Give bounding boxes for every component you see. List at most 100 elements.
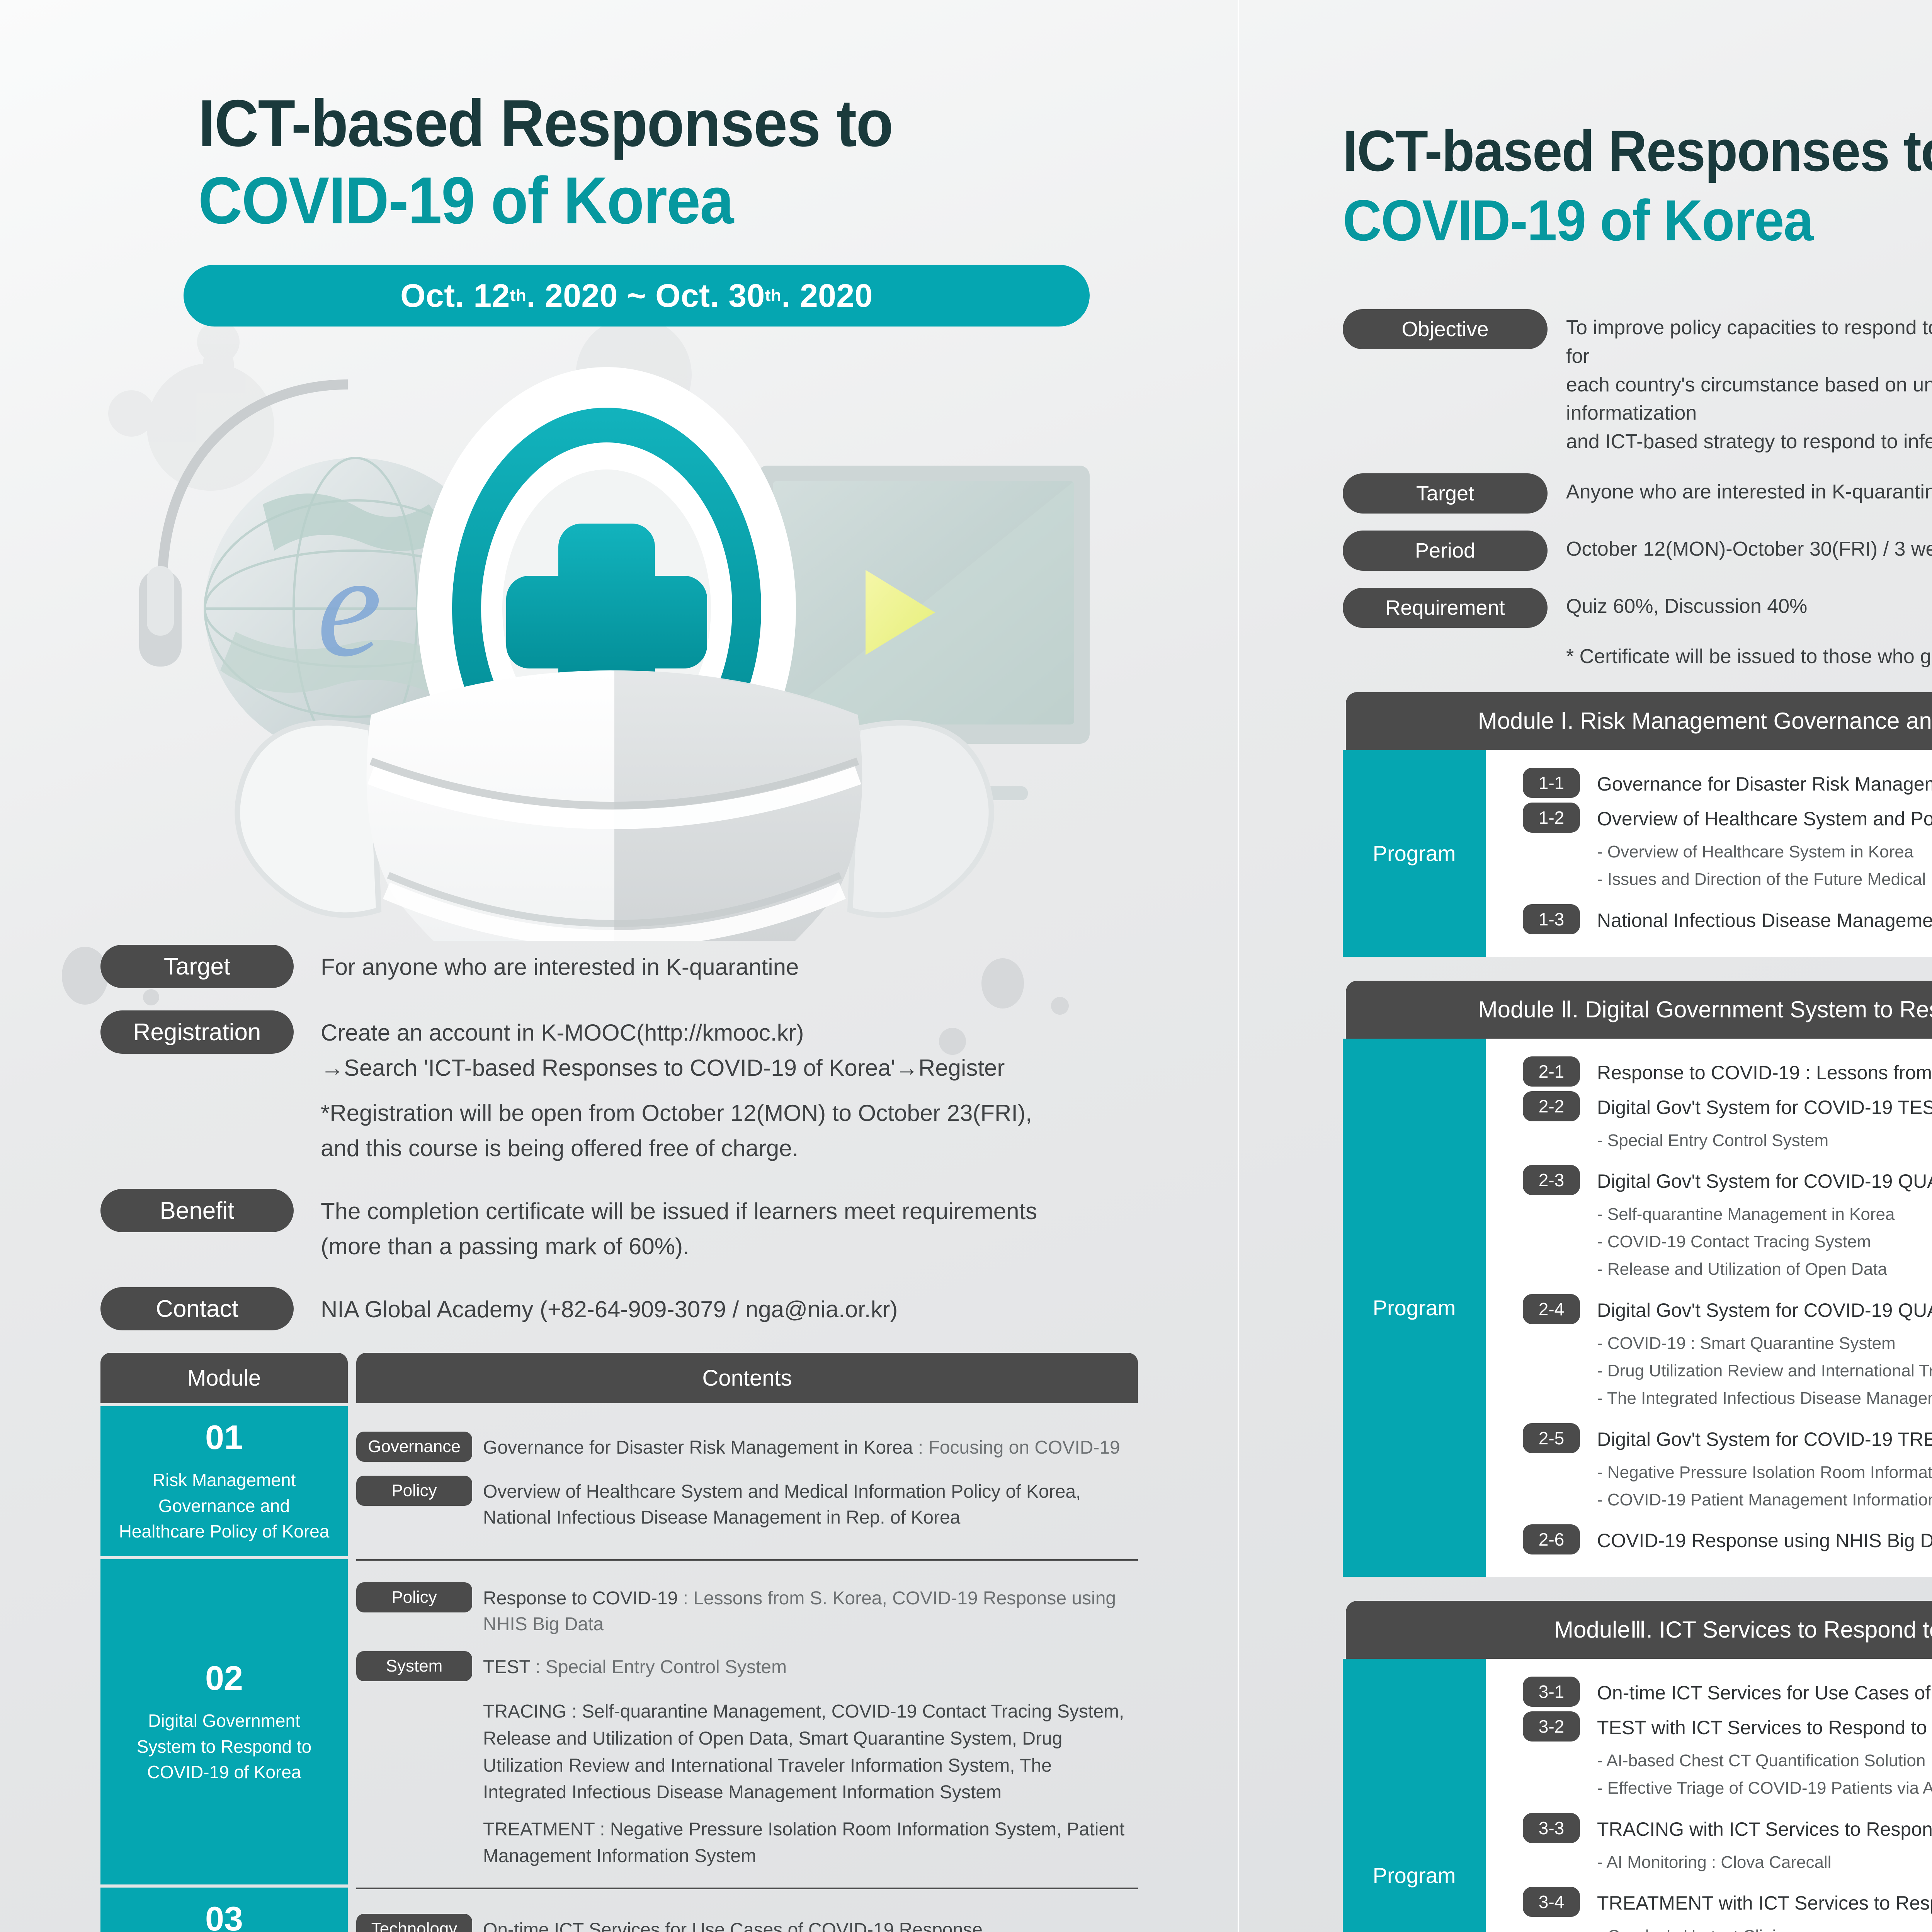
info-text: Create an account in K-MOOC(http://kmooc… bbox=[321, 1020, 804, 1046]
content-light: : Focusing on COVID-19 bbox=[913, 1437, 1120, 1458]
program-subitem: - AI Monitoring : Clova Carecall bbox=[1597, 1852, 1832, 1872]
meta-body-requirement: Quiz 60%, Discussion 40% bbox=[1566, 595, 1808, 618]
program-title: TEST with ICT Services to Respond to COV… bbox=[1597, 1717, 1932, 1739]
module-1-body: Program 1-1 Governance for Disaster Risk… bbox=[1343, 750, 1932, 957]
content-tag-policy: Policy bbox=[356, 1475, 472, 1506]
program-number: 3-3 bbox=[1523, 1813, 1580, 1843]
table-row: 03 ICT Services to Respond to COVID-19 o… bbox=[100, 1888, 1138, 1932]
module-3-title: ModuleⅢ. ICT Services to Respond to COVI… bbox=[1346, 1601, 1932, 1659]
date-mid: . 2020 ~ Oct. 30 bbox=[526, 277, 765, 314]
block-line: Negative Pressure Isolation Room Informa… bbox=[610, 1819, 1062, 1840]
program-item: 3-2 TEST with ICT Services to Respond to… bbox=[1523, 1711, 1932, 1802]
content-block-tracing: TRACING : Self-quarantine Management, CO… bbox=[483, 1698, 1138, 1806]
module-name-line: Risk Management bbox=[152, 1470, 296, 1490]
course-info-list: Target For anyone who are interested in … bbox=[100, 945, 1138, 1331]
info-text: The completion certificate will be issue… bbox=[321, 1198, 1037, 1225]
program-item: 1-2 Overview of Healthcare System and Po… bbox=[1523, 803, 1932, 893]
module-3-body: Program 3-1 On-time ICT Services for Use… bbox=[1343, 1659, 1932, 1932]
module-name-line: COVID-19 of Korea bbox=[147, 1762, 301, 1782]
date-sup-1: th bbox=[510, 286, 527, 305]
content-line: National Infectious Disease Management i… bbox=[483, 1507, 961, 1528]
column-header-contents: Contents bbox=[356, 1353, 1138, 1403]
program-number: 2-3 bbox=[1523, 1165, 1580, 1195]
content-bold: Response to COVID-19 bbox=[483, 1588, 678, 1609]
decorative-dot bbox=[1051, 997, 1069, 1015]
module-name-line: Healthcare Policy of Korea bbox=[119, 1521, 330, 1542]
program-subitem: - Negative Pressure Isolation Room Infor… bbox=[1597, 1463, 1932, 1482]
content-text: Overview of Healthcare System and Medica… bbox=[483, 1476, 1081, 1531]
content-bold: Governance for Disaster Risk Management … bbox=[483, 1437, 913, 1458]
content-item: Governance Governance for Disaster Risk … bbox=[356, 1431, 1138, 1462]
date-suffix: . 2020 bbox=[781, 277, 873, 314]
content-text: TEST : Special Entry Control System bbox=[483, 1651, 787, 1680]
module-card-2: Module Ⅱ. Digital Government System to R… bbox=[1343, 980, 1932, 1577]
module-2-items: 2-1 Response to COVID-19 : Lessons from … bbox=[1486, 1039, 1932, 1577]
left-poster-panel: ICT-based Responses to COVID-19 of Korea… bbox=[100, 86, 1138, 1932]
program-number: 3-4 bbox=[1523, 1886, 1580, 1917]
program-subitem: - Overview of Healthcare System in Korea bbox=[1597, 842, 1914, 862]
program-subitem: - Goodoc's Un-tact Clinic bbox=[1597, 1922, 1932, 1932]
content-item: Policy Response to COVID-19 : Lessons fr… bbox=[356, 1582, 1138, 1637]
table-row: 01 Risk Management Governance and Health… bbox=[100, 1406, 1138, 1556]
program-subitem: - Special Entry Control System bbox=[1597, 1131, 1829, 1150]
program-subitem: - COVID-19 Contact Tracing System bbox=[1597, 1232, 1871, 1252]
left-title-line-2: COVID-19 of Korea bbox=[198, 163, 734, 238]
program-item: 2-1 Response to COVID-19 : Lessons from … bbox=[1523, 1056, 1932, 1087]
program-number: 1-1 bbox=[1523, 768, 1580, 798]
module-contents-table: Module Contents 01 Risk Management Gover… bbox=[100, 1353, 1138, 1932]
info-text: NIA Global Academy (+82-64-909-3079 / ng… bbox=[321, 1296, 898, 1323]
program-number: 1-2 bbox=[1523, 803, 1580, 833]
block-line: Self-quarantine Management, COVID-19 Con… bbox=[582, 1701, 1124, 1722]
block-head: TRACING : bbox=[483, 1701, 582, 1722]
program-title: Response to COVID-19 : Lessons from S. K… bbox=[1597, 1061, 1932, 1083]
module-cell-02: 02 Digital Government System to Respond … bbox=[100, 1559, 348, 1885]
program-subitems: - COVID-19 : Smart Quarantine System - D… bbox=[1597, 1330, 1932, 1412]
info-body-registration: Create an account in K-MOOC(http://kmooc… bbox=[321, 1010, 1032, 1167]
module-name-line: Governance and bbox=[158, 1495, 290, 1516]
program-item: 3-3 TRACING with ICT Services to Respond… bbox=[1523, 1813, 1932, 1876]
content-light: : Special Entry Control System bbox=[530, 1657, 787, 1678]
program-title: TREATMENT with ICT Services to Respond t… bbox=[1597, 1892, 1932, 1914]
module-2-title: Module Ⅱ. Digital Government System to R… bbox=[1346, 980, 1932, 1039]
meta-label-objective: Objective bbox=[1343, 309, 1548, 349]
block-line: Patient Management Information System bbox=[483, 1819, 1125, 1867]
module-name-line: Digital Government bbox=[148, 1711, 300, 1731]
program-number: 3-1 bbox=[1523, 1677, 1580, 1707]
meta-row-target: Target Anyone who are interested in K-qu… bbox=[1343, 473, 1932, 514]
module-2-body: Program 2-1 Response to COVID-19 : Lesso… bbox=[1343, 1038, 1932, 1577]
program-title: TRACING with ICT Services to Respond to … bbox=[1597, 1818, 1932, 1840]
meta-label-target: Target bbox=[1343, 473, 1548, 514]
program-title: Digital Gov't System for COVID-19 QUARAN… bbox=[1597, 1299, 1932, 1321]
program-title: Digital Gov't System for COVID-19 TEST bbox=[1597, 1096, 1932, 1118]
content-line: Overview of Healthcare System and Medica… bbox=[483, 1481, 1081, 1502]
table-header-row: Module Contents bbox=[100, 1353, 1138, 1403]
contents-cell-02: Policy Response to COVID-19 : Lessons fr… bbox=[356, 1559, 1138, 1884]
contents-cell-01: Governance Governance for Disaster Risk … bbox=[356, 1406, 1138, 1556]
content-block-treatment: TREATMENT : Negative Pressure Isolation … bbox=[483, 1816, 1138, 1870]
program-subitem: - Self-quarantine Management in Korea bbox=[1597, 1204, 1895, 1224]
program-title: Governance for Disaster Risk Management … bbox=[1597, 773, 1932, 795]
program-label: Program bbox=[1343, 1659, 1486, 1932]
program-subitem: - Drug Utilization Review and Internatio… bbox=[1597, 1361, 1932, 1380]
contents-cell-03: Technology On-time ICT Services for Use … bbox=[356, 1888, 1138, 1932]
program-label: Program bbox=[1343, 1038, 1486, 1577]
program-item: 1-1 Governance for Disaster Risk Managem… bbox=[1523, 768, 1932, 798]
requirement-note: * Certificate will be issued to those wh… bbox=[1566, 645, 1932, 668]
module-number: 01 bbox=[205, 1418, 243, 1457]
info-text: *Registration will be open from October … bbox=[321, 1100, 1032, 1126]
meta-line: each country's circumstance based on und… bbox=[1566, 373, 1932, 425]
info-body-contact: NIA Global Academy (+82-64-909-3079 / ng… bbox=[321, 1287, 898, 1330]
block-head: TREATMENT : bbox=[483, 1819, 610, 1840]
info-text: For anyone who are interested in K-quara… bbox=[321, 954, 799, 980]
program-item: 2-2 Digital Gov't System for COVID-19 TE… bbox=[1523, 1091, 1932, 1154]
module-card-3: ModuleⅢ. ICT Services to Respond to COVI… bbox=[1343, 1601, 1932, 1932]
module-3-items: 3-1 On-time ICT Services for Use Cases o… bbox=[1486, 1659, 1932, 1932]
program-item: 2-6 COVID-19 Response using NHIS Big Dat… bbox=[1523, 1524, 1932, 1555]
hero-illustration: e bbox=[100, 338, 1138, 1024]
program-number: 2-5 bbox=[1523, 1423, 1580, 1453]
info-label-benefit: Benefit bbox=[100, 1189, 294, 1233]
meta-label-period: Period bbox=[1343, 531, 1548, 571]
content-light: : Lessons from S. Korea, COVID-19 Respon… bbox=[483, 1588, 1116, 1635]
date-sup-2: th bbox=[765, 286, 782, 305]
program-subitem: - Release and Utilization of Open Data bbox=[1597, 1260, 1887, 1279]
